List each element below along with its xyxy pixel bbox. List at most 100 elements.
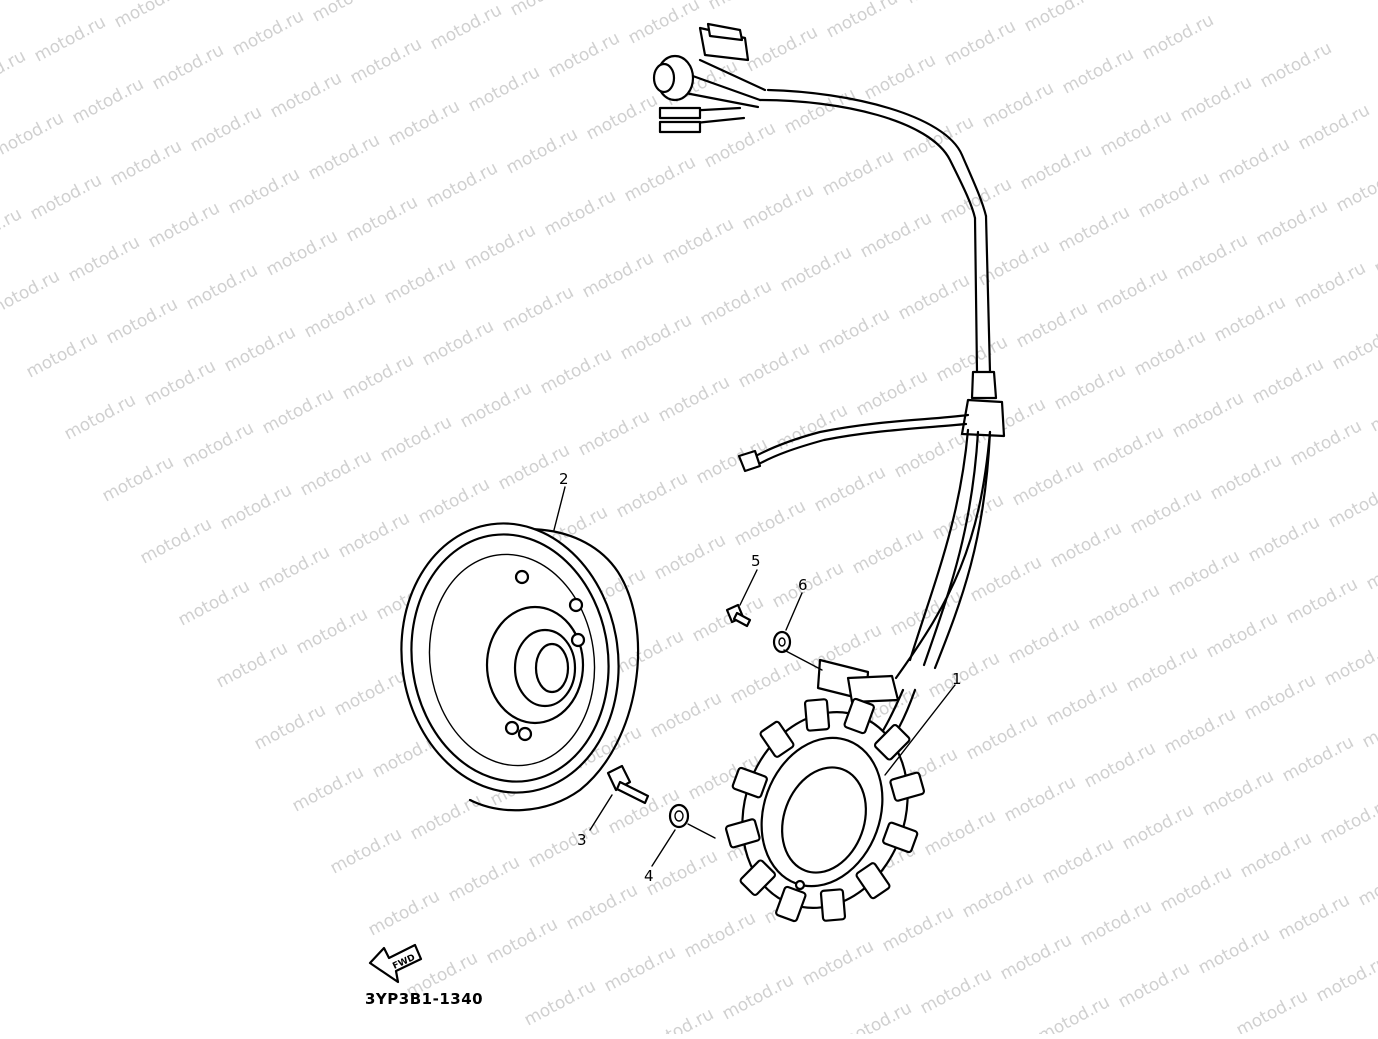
watermark-text: motod.ru: [1119, 800, 1197, 854]
watermark-text: motod.ru: [263, 226, 341, 280]
watermark-text: motod.ru: [625, 0, 703, 48]
watermark-text: motod.ru: [1249, 354, 1327, 408]
washer-part-6: [772, 630, 792, 654]
watermark-text: motod.ru: [621, 152, 699, 206]
watermark-text: motod.ru: [1275, 890, 1353, 944]
watermark-text: motod.ru: [917, 964, 995, 1018]
watermark-text: motod.ru: [1051, 360, 1129, 414]
watermark-text: motod.ru: [145, 198, 223, 252]
stator-coil: [882, 821, 919, 854]
watermark-text: motod.ru: [739, 180, 817, 234]
watermark-text: motod.ru: [575, 406, 653, 460]
bolt-part-3: [606, 764, 650, 805]
watermark-text: motod.ru: [1039, 834, 1117, 888]
watermark-text: motod.ru: [1177, 72, 1255, 126]
watermark-text: motod.ru: [309, 0, 387, 26]
stator-assembly: [724, 697, 926, 923]
watermark-text: motod.ru: [427, 0, 505, 54]
watermark-text: motod.ru: [1135, 168, 1213, 222]
watermark-text: motod.ru: [1195, 924, 1273, 978]
stator-coil: [775, 885, 807, 923]
watermark-text: motod.ru: [103, 294, 181, 348]
callout-4: 4: [644, 867, 654, 885]
watermark-text: motod.ru: [1001, 772, 1079, 826]
watermark-text: motod.ru: [365, 886, 443, 940]
watermark-text: motod.ru: [697, 276, 775, 330]
watermark-text: motod.ru: [0, 0, 71, 4]
watermark-text: motod.ru: [1077, 896, 1155, 950]
watermark-text: motod.ru: [583, 90, 661, 144]
watermark-text: motod.ru: [423, 158, 501, 212]
watermark-text: motod.ru: [1139, 10, 1217, 64]
watermark-text: motod.ru: [925, 648, 1003, 702]
callout-1: 1: [952, 670, 962, 688]
watermark-text: motod.ru: [731, 496, 809, 550]
watermark-text: motod.ru: [895, 270, 973, 324]
watermark-text: motod.ru: [1233, 986, 1311, 1034]
watermark-text: motod.ru: [1043, 676, 1121, 730]
watermark-text: motod.ru: [27, 170, 105, 224]
watermark-text: motod.ru: [1321, 636, 1378, 690]
watermark-text: motod.ru: [1333, 162, 1378, 216]
watermark-text: motod.ru: [743, 22, 821, 76]
stator-coil: [724, 818, 761, 849]
watermark-text: motod.ru: [1199, 766, 1277, 820]
watermark-text: motod.ru: [187, 102, 265, 156]
watermark-text: motod.ru: [1081, 738, 1159, 792]
watermark-text: motod.ru: [525, 818, 603, 872]
watermark-text: motod.ru: [1047, 518, 1125, 572]
watermark-text: motod.ru: [445, 852, 523, 906]
watermark-text: motod.ru: [31, 12, 109, 66]
watermark-text: motod.ru: [149, 40, 227, 94]
watermark-text: motod.ru: [385, 96, 463, 150]
watermark-text: motod.ru: [1295, 100, 1373, 154]
watermark-text: motod.ru: [891, 428, 969, 482]
watermark-text: motod.ru: [1245, 512, 1323, 566]
stator-coil: [803, 698, 831, 732]
stator-coil: [739, 859, 777, 896]
watermark-text: motod.ru: [1363, 540, 1378, 594]
watermark-text: motod.ru: [1089, 422, 1167, 476]
watermark-text: motod.ru: [1313, 952, 1378, 1006]
watermark-text: motod.ru: [1203, 608, 1281, 662]
watermark-text: motod.ru: [23, 328, 101, 382]
watermark-text: motod.ru: [183, 260, 261, 314]
watermark-text: motod.ru: [343, 192, 421, 246]
watermark-text: motod.ru: [799, 936, 877, 990]
stator-coil: [855, 862, 891, 900]
watermark-text: motod.ru: [0, 266, 63, 320]
watermark-text: motod.ru: [465, 62, 543, 116]
watermark-text: motod.ru: [259, 384, 337, 438]
watermark-text: motod.ru: [407, 790, 485, 844]
callout-5: 5: [751, 552, 761, 570]
watermark-text: motod.ru: [1169, 388, 1247, 442]
watermark-text: motod.ru: [293, 604, 371, 658]
watermark-text: motod.ru: [545, 28, 623, 82]
watermark-text: motod.ru: [267, 68, 345, 122]
watermark-text: motod.ru: [1325, 478, 1378, 532]
watermark-text: motod.ru: [255, 542, 333, 596]
watermark-text: motod.ru: [1127, 484, 1205, 538]
screw-part-5: [725, 603, 752, 628]
watermark-text: motod.ru: [1371, 224, 1378, 278]
watermark-text: motod.ru: [1123, 642, 1201, 696]
watermark-text: motod.ru: [541, 186, 619, 240]
watermark-text: motod.ru: [69, 74, 147, 128]
watermark-text: motod.ru: [1279, 732, 1357, 786]
watermark-text: motod.ru: [701, 118, 779, 172]
watermark-text: motod.ru: [461, 220, 539, 274]
watermark-text: motod.ru: [853, 366, 931, 420]
watermark-text: motod.ru: [819, 146, 897, 200]
watermark-text: motod.ru: [963, 710, 1041, 764]
wire-harness: [652, 22, 1006, 757]
stator-coil: [731, 766, 768, 799]
watermark-text: motod.ru: [221, 322, 299, 376]
watermark-text: motod.ru: [229, 6, 307, 60]
watermark-text: motod.ru: [61, 390, 139, 444]
watermark-text: motod.ru: [727, 654, 805, 708]
watermark-text: motod.ru: [1059, 44, 1137, 98]
watermark-text: motod.ru: [65, 232, 143, 286]
watermark-text: motod.ru: [507, 0, 585, 20]
